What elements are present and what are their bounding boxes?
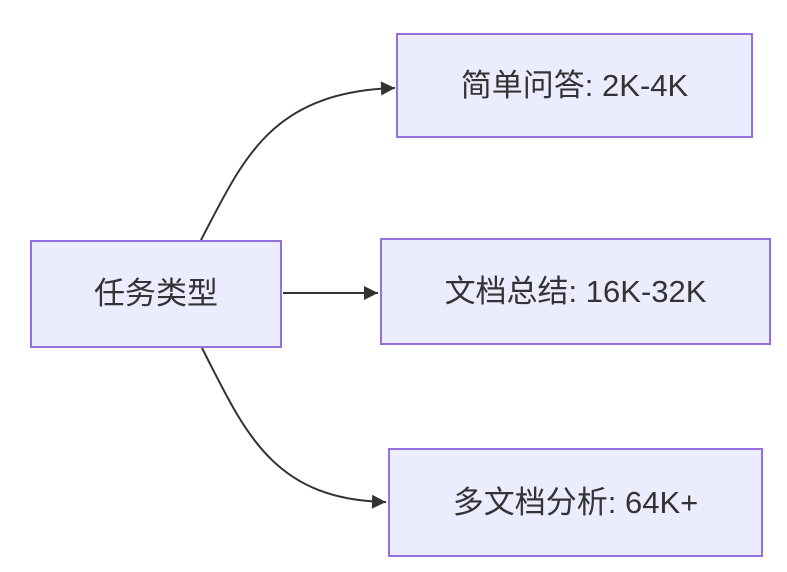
node-task-type: 任务类型: [30, 240, 282, 348]
node-task-type-label: 任务类型: [94, 276, 218, 312]
node-doc-summary-label: 文档总结: 16K-32K: [444, 273, 707, 309]
node-simple-qa-label: 简单问答: 2K-4K: [460, 67, 689, 103]
node-simple-qa: 简单问答: 2K-4K: [396, 33, 753, 138]
edge-task-type-to-simple-qa: [200, 81, 396, 241]
node-multi-doc-analysis-label: 多文档分析: 64K+: [452, 484, 699, 520]
node-multi-doc-analysis: 多文档分析: 64K+: [388, 448, 763, 557]
edge-task-type-to-multi-doc-analysis: [201, 347, 387, 509]
node-doc-summary: 文档总结: 16K-32K: [380, 238, 771, 345]
